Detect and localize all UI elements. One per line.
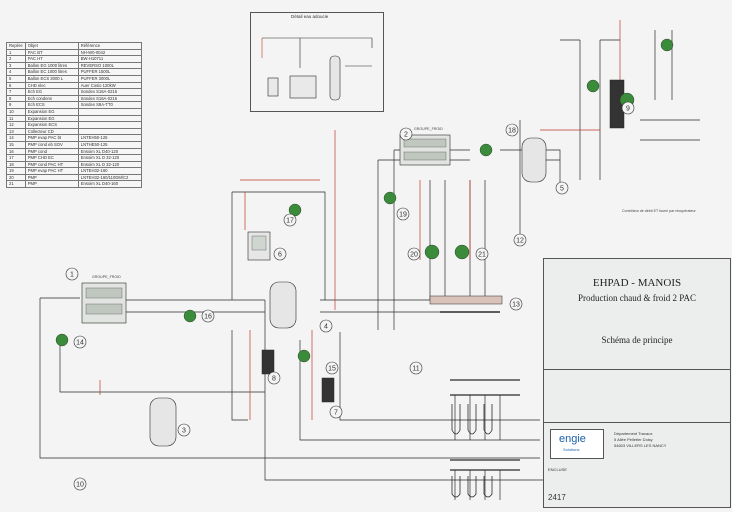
callout-circle xyxy=(409,361,423,375)
callout-circle xyxy=(399,127,413,141)
callout-circle xyxy=(273,247,287,261)
dept-line: Département Travaux xyxy=(614,431,653,436)
callout-number: 8 xyxy=(272,375,276,382)
note-right: Contrôleur de débit ET fourni par récupé… xyxy=(622,209,696,213)
callout-circle xyxy=(555,181,569,195)
callout-circle xyxy=(505,123,519,137)
ref-label: ENCLUSE xyxy=(548,467,567,472)
callout-number: 13 xyxy=(512,301,520,308)
callout-number: 1 xyxy=(70,271,74,278)
callout-number: 9 xyxy=(626,105,630,112)
sheet-number: 2417 xyxy=(548,493,566,502)
hot-pipes xyxy=(99,20,621,420)
callout-number: 16 xyxy=(204,313,212,320)
callout-number: 5 xyxy=(560,185,564,192)
detail-title: Détail eau adoucie xyxy=(291,14,329,19)
callout-circle xyxy=(509,297,523,311)
collector-13 xyxy=(429,295,503,305)
tank-4 xyxy=(269,281,297,329)
detail-inset-drawing xyxy=(261,37,373,101)
company-name: engie xyxy=(559,433,586,445)
project-subtitle: Production chaud & froid 2 PAC xyxy=(578,293,696,303)
dept-line: 5 Allée Pelletier Doisy xyxy=(614,437,653,442)
company-logo: engie Solutions xyxy=(550,429,604,459)
tank-5 xyxy=(521,137,547,183)
callout-number: 4 xyxy=(324,323,328,330)
legend-cell: Ensoim XL D40-160 xyxy=(77,180,142,189)
callout-number: 7 xyxy=(334,409,338,416)
callout-number: 15 xyxy=(328,365,336,372)
callout-circle xyxy=(201,309,215,323)
callout-circle xyxy=(283,213,297,227)
company-sub: Solutions xyxy=(563,447,580,452)
exchangers xyxy=(261,79,625,403)
callout-circle xyxy=(267,371,281,385)
callout-number: 10 xyxy=(76,481,84,488)
callout-number: 14 xyxy=(76,339,84,346)
callout-number: 21 xyxy=(478,251,486,258)
tank-3 xyxy=(149,397,177,447)
callout-circle xyxy=(513,233,527,247)
dept-address: Département Travaux 5 Allée Pelletier Do… xyxy=(614,431,666,449)
callout-circle xyxy=(325,361,339,375)
callout-number: 18 xyxy=(508,127,516,134)
diagram-labels: GROUPE_FROID GROUPE_FROID Contrôleur de … xyxy=(92,127,696,279)
callout-number: 19 xyxy=(399,211,407,218)
dept-line: 54603 VILLERS LES NANCY xyxy=(614,443,667,448)
callout-number: 3 xyxy=(182,427,186,434)
callout-number: 6 xyxy=(278,251,282,258)
callout-circle xyxy=(407,247,421,261)
callout-number: 17 xyxy=(286,217,294,224)
callout-circle xyxy=(319,319,333,333)
callout-circle xyxy=(73,335,87,349)
callout-circle xyxy=(329,405,343,419)
callout-circle xyxy=(396,207,410,221)
coils xyxy=(451,404,493,498)
callout-number: 11 xyxy=(412,365,419,372)
title-block: EHPAD - MANOIS Production chaud & froid … xyxy=(543,258,731,508)
callout-circle xyxy=(73,477,87,491)
group-label: GROUPE_FROID xyxy=(92,275,121,279)
drawing-title: Schéma de principe xyxy=(601,335,673,345)
components xyxy=(55,38,674,498)
callout-number: 20 xyxy=(410,251,418,258)
project-title: EHPAD - MANOIS xyxy=(592,277,682,289)
callout-number: 2 xyxy=(404,131,408,138)
revision-area xyxy=(544,369,730,423)
callout-circle xyxy=(621,101,635,115)
callout-circle xyxy=(177,423,191,437)
callout-circle xyxy=(475,247,489,261)
callout-number: 12 xyxy=(516,237,524,244)
callout-circle xyxy=(65,267,79,281)
group-label: GROUPE_FROID xyxy=(414,127,443,131)
